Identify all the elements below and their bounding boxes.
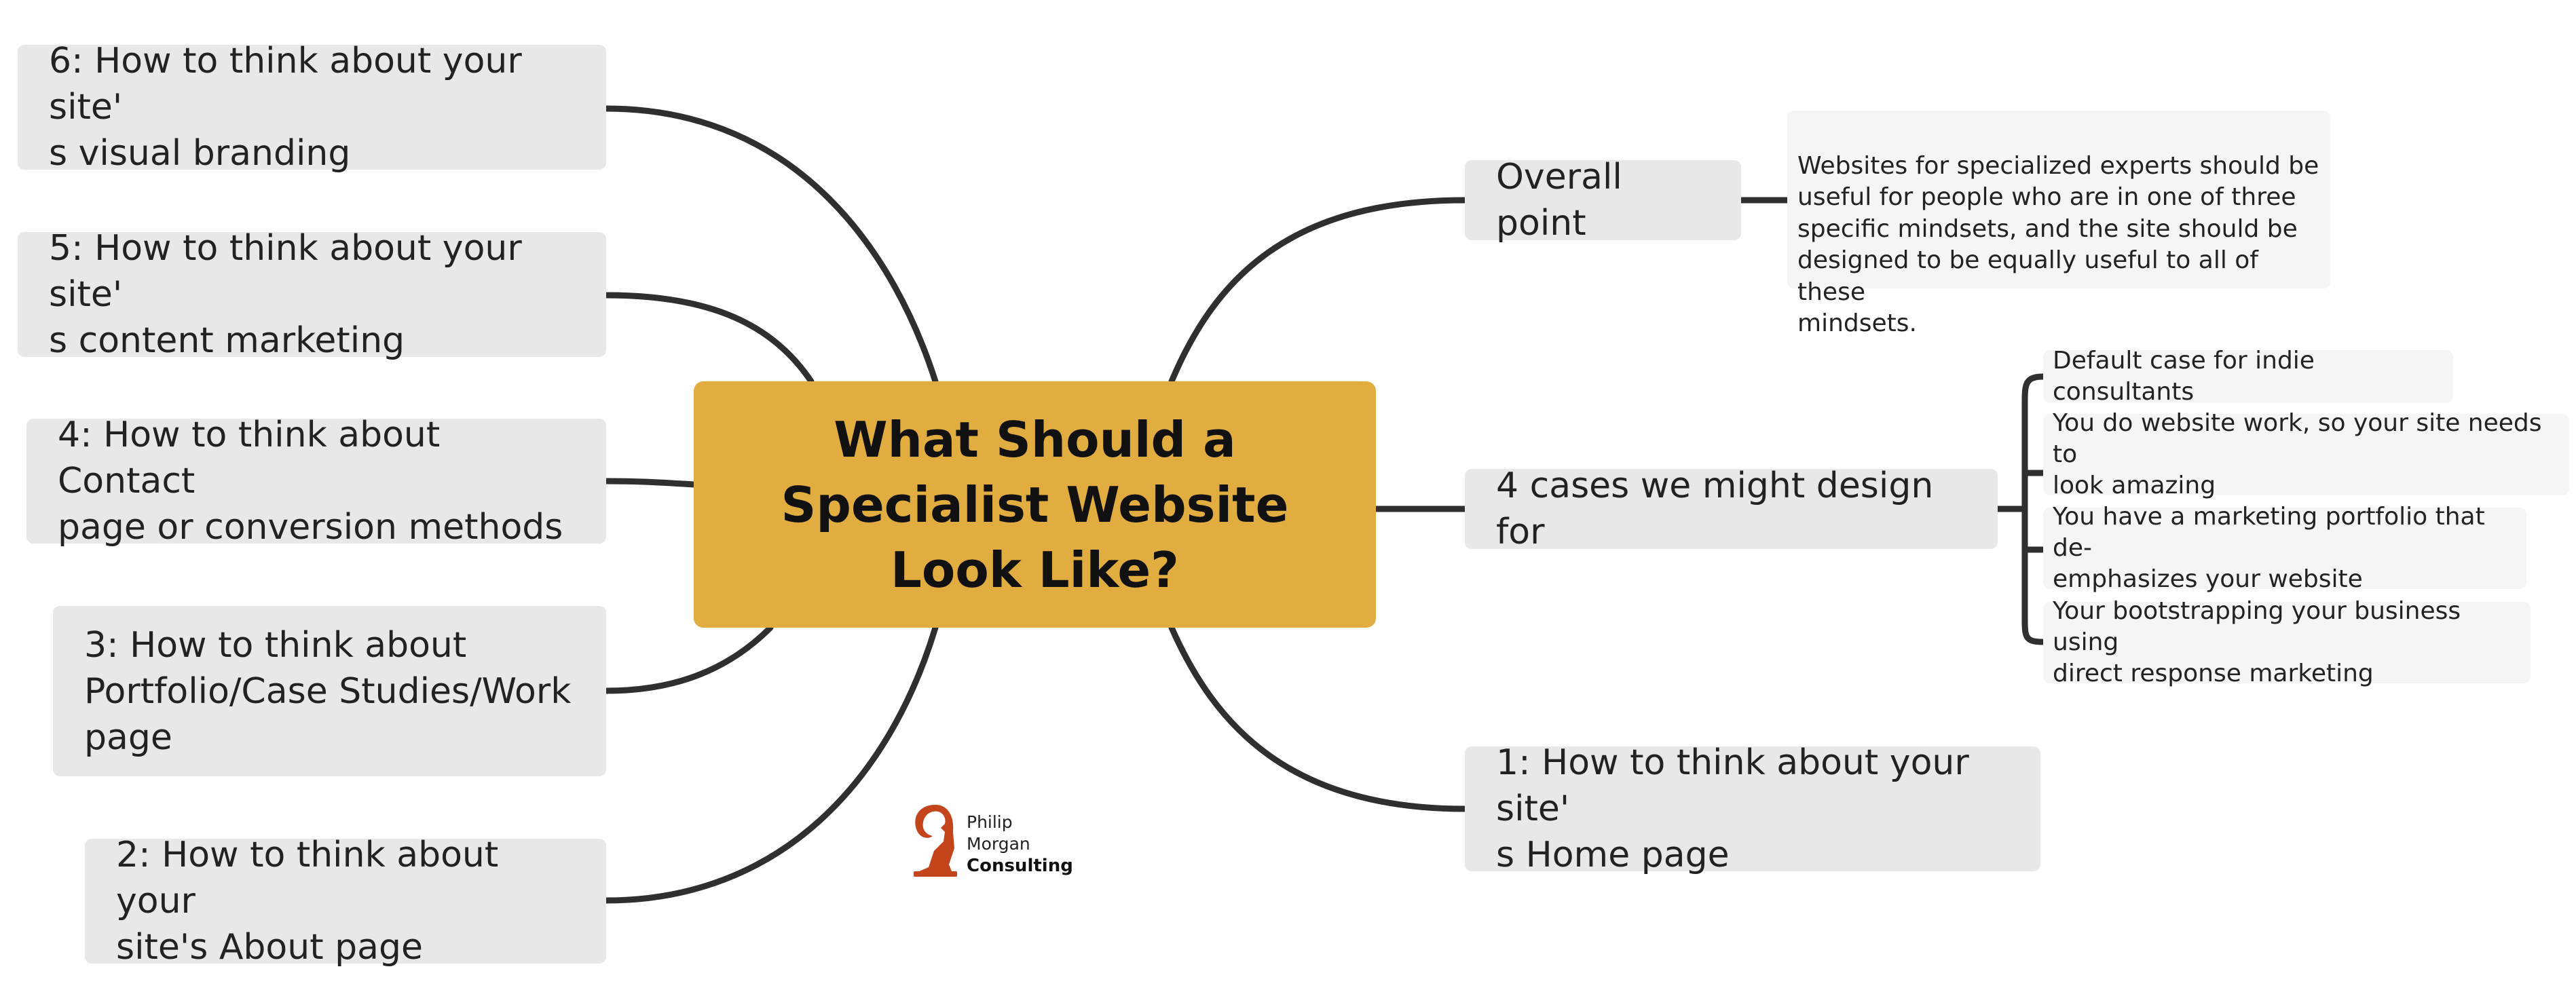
- topic-four-cases[interactable]: 4 cases we might design for: [1465, 466, 1998, 552]
- overall-point-note[interactable]: Websites for specialized experts should …: [1787, 111, 2330, 337]
- topic-overall-point[interactable]: Overall point: [1465, 157, 1741, 244]
- topic-5-content-marketing[interactable]: 5: How to think about your site' s conte…: [18, 228, 606, 361]
- case-item-default[interactable]: Default case for indie consultants: [2043, 347, 2453, 406]
- case-item-website-work-label: You do website work, so your site needs …: [2053, 409, 2542, 499]
- topic-3-label: 3: How to think about Portfolio/Case Stu…: [84, 624, 572, 758]
- topic-1-home-page[interactable]: 1: How to think about your site' s Home …: [1465, 742, 2040, 875]
- case-item-default-label: Default case for indie consultants: [2053, 347, 2315, 406]
- connector-topic-3: [603, 624, 774, 694]
- philip-morgan-consulting-logo: Philip Morgan Consulting: [910, 801, 1073, 882]
- topic-2-about-page[interactable]: 2: How to think about your site's About …: [85, 835, 606, 968]
- topic-overall-point-label: Overall point: [1496, 157, 1622, 244]
- connector-topic-2: [603, 624, 939, 904]
- topic-4-label: 4: How to think about Contact page or co…: [58, 415, 563, 548]
- central-topic-title: What Should a Specialist Website Look Li…: [781, 411, 1289, 598]
- logo-line-1: Philip: [967, 812, 1013, 832]
- connector-topic-4: [603, 478, 697, 488]
- case-item-bootstrapping-label: Your bootstrapping your business using d…: [2053, 597, 2461, 687]
- connector-topic-6: [603, 105, 939, 385]
- connector-home-page: [1168, 624, 1468, 812]
- case-item-website-work[interactable]: You do website work, so your site needs …: [2043, 409, 2569, 499]
- logo-line-3: Consulting: [967, 856, 1072, 876]
- topic-2-label: 2: How to think about your site's About …: [116, 835, 499, 968]
- logo-line-2: Morgan: [967, 834, 1030, 854]
- topic-5-label: 5: How to think about your site' s conte…: [49, 228, 522, 361]
- topic-1-label: 1: How to think about your site' s Home …: [1496, 742, 1969, 875]
- cases-bracket: [2021, 373, 2047, 645]
- topic-3-portfolio-page[interactable]: 3: How to think about Portfolio/Case Stu…: [53, 606, 606, 776]
- topic-4-contact-page[interactable]: 4: How to think about Contact page or co…: [26, 415, 606, 548]
- topic-6-visual-branding[interactable]: 6: How to think about your site' s visua…: [18, 41, 606, 174]
- topic-four-cases-label: 4 cases we might design for: [1496, 466, 1934, 552]
- topic-6-label: 6: How to think about your site' s visua…: [49, 41, 522, 174]
- case-item-marketing-portfolio[interactable]: You have a marketing portfolio that de- …: [2043, 503, 2526, 593]
- case-item-bootstrapping[interactable]: Your bootstrapping your business using d…: [2043, 597, 2531, 687]
- central-topic[interactable]: What Should a Specialist Website Look Li…: [694, 381, 1376, 628]
- goat-icon: Philip Morgan Consulting: [914, 805, 1073, 877]
- overall-point-note-text: Websites for specialized experts should …: [1797, 151, 2319, 338]
- connector-overall-point: [1168, 197, 1468, 385]
- connector-topic-5: [603, 292, 815, 385]
- case-item-marketing-portfolio-label: You have a marketing portfolio that de- …: [2053, 503, 2485, 593]
